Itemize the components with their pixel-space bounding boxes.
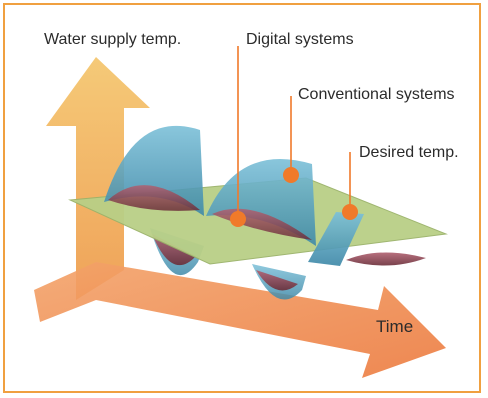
digital-systems-label: Digital systems xyxy=(246,31,354,48)
time-axis-arrow xyxy=(34,262,446,378)
digital-wave xyxy=(308,212,364,266)
digital-wave-inner xyxy=(346,252,426,266)
time-label: Time xyxy=(376,317,414,336)
digital-marker xyxy=(230,211,246,227)
conventional-systems-label: Conventional systems xyxy=(298,86,455,103)
wave-trough-2-inner xyxy=(256,270,298,291)
desired-temp-label: Desired temp. xyxy=(359,144,459,161)
water-temp-axis-arrow xyxy=(46,57,150,300)
desired-marker xyxy=(342,204,358,220)
water-supply-temp-label: Water supply temp. xyxy=(44,31,182,48)
conventional-marker xyxy=(283,167,299,183)
conventional-wave-1-inner xyxy=(108,185,200,211)
